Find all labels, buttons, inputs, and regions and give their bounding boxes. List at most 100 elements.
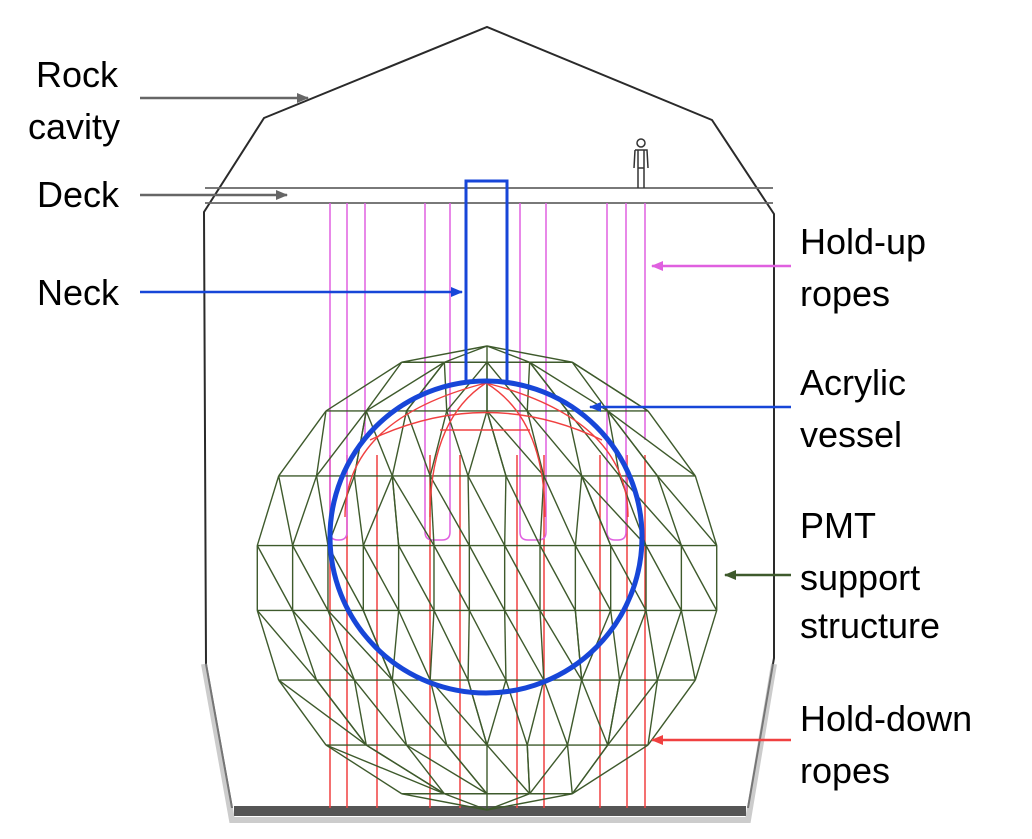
hold-up-ropes-label-line2: ropes [800,273,890,314]
pmt-strut [401,793,488,811]
callout-arrows [140,93,791,745]
pmt-strut [278,410,327,477]
pmt-strut [543,475,576,546]
pmt-strut [566,744,573,794]
pmt-strut [645,610,659,681]
pmt-strut [486,410,507,477]
pmt-strut [467,610,471,681]
pmt-strut [571,361,649,412]
pmt-strut [429,610,435,681]
pmt-strut [444,793,488,811]
pmt-strut [539,610,545,681]
hold-down-net-line [344,382,487,518]
pmt-strut [543,679,569,746]
pmt-strut [353,679,367,746]
pmt-strut [610,545,647,611]
pmt-strut [278,679,367,746]
hold-up-ropes [329,203,646,541]
pmt-strut [566,410,583,477]
pmt-strut [391,475,400,546]
pmt-strut [574,475,583,546]
pmt-strut [486,345,573,363]
pmt-strut [405,410,431,477]
pmt-strut [446,744,488,795]
pmt-strut [539,545,576,611]
pmt-strut [353,475,365,546]
pmt-strut [429,679,448,746]
hold-up-ropes-label-line1: Hold-up [800,221,926,262]
hold-down-ropes-label-line2: ropes [800,750,890,791]
hold-down-rope-net [344,382,629,518]
pmt-label-line2: support [800,557,920,598]
hold-down-net-line [485,382,629,518]
pmt-strut [526,745,531,794]
hold-up-rope-loop [519,203,547,541]
pmt-strut [256,610,280,681]
pmt-strut [315,410,367,477]
pmt-strut [353,679,408,746]
pmt-strut [398,610,431,681]
pmt-strut [529,744,569,795]
rock-cavity [201,25,777,823]
pmt-strut [571,361,609,412]
pmt-strut [362,610,393,681]
pmt-strut [504,610,545,681]
pmt-strut [647,679,659,746]
pmt-strut [467,475,506,546]
pmt-strut [429,410,448,477]
pmt-strut [277,475,294,546]
acrylic-vessel [327,378,645,696]
pmt-strut [405,361,445,412]
acrylic-vessel-and-neck [327,179,645,696]
rock-cavity-label-line1: Rock [36,54,119,95]
pmt-strut [619,475,682,546]
pmt-strut [694,610,718,681]
pmt-strut [362,545,400,611]
pmt-support-structure [256,345,718,811]
pmt-strut [539,610,583,681]
pmt-strut [327,545,364,611]
pmt-strut [467,475,471,546]
pmt-label-line1: PMT [800,505,876,546]
pmt-strut [694,475,718,546]
hold-up-rope-loop [424,203,451,541]
pmt-strut [315,475,329,546]
pmt-strut [526,679,545,746]
pmt-strut [278,679,327,746]
pmt-strut [391,610,400,681]
pmt-strut [647,679,696,746]
pmt-strut [656,475,683,546]
hold-down-net-line [429,382,487,518]
pmt-strut [571,744,609,795]
pmt-strut [433,610,469,681]
pmt-strut [327,610,356,681]
pmt-strut [362,475,393,546]
hold-up-rope-loop [606,203,627,541]
pmt-strut [607,410,659,477]
pmt-strut [365,410,393,477]
pmt-strut [581,679,609,746]
pmt-strut [405,744,445,795]
neck [464,179,509,382]
pmt-strut [486,744,531,795]
pmt-strut [391,679,408,746]
pmt-strut [503,610,507,681]
pmt-strut [327,610,393,681]
rock-cavity-label-line2: cavity [28,106,120,147]
pmt-strut [526,410,583,477]
pmt-strut [315,679,367,746]
pmt-strut [365,361,403,412]
acrylic-vessel-label-line1: Acrylic [800,362,906,403]
pmt-strut [256,545,294,611]
cavity-floor [234,806,746,816]
pmt-strut [680,610,697,681]
neck-label: Neck [37,272,120,313]
pmt-strut [656,610,683,681]
pmt-strut [391,410,408,477]
pmt-strut [486,410,545,477]
hold-down-ropes-label-line1: Hold-down [800,698,972,739]
pmt-strut [526,410,545,477]
pmt-strut [468,610,507,681]
pmt-strut [429,679,488,746]
